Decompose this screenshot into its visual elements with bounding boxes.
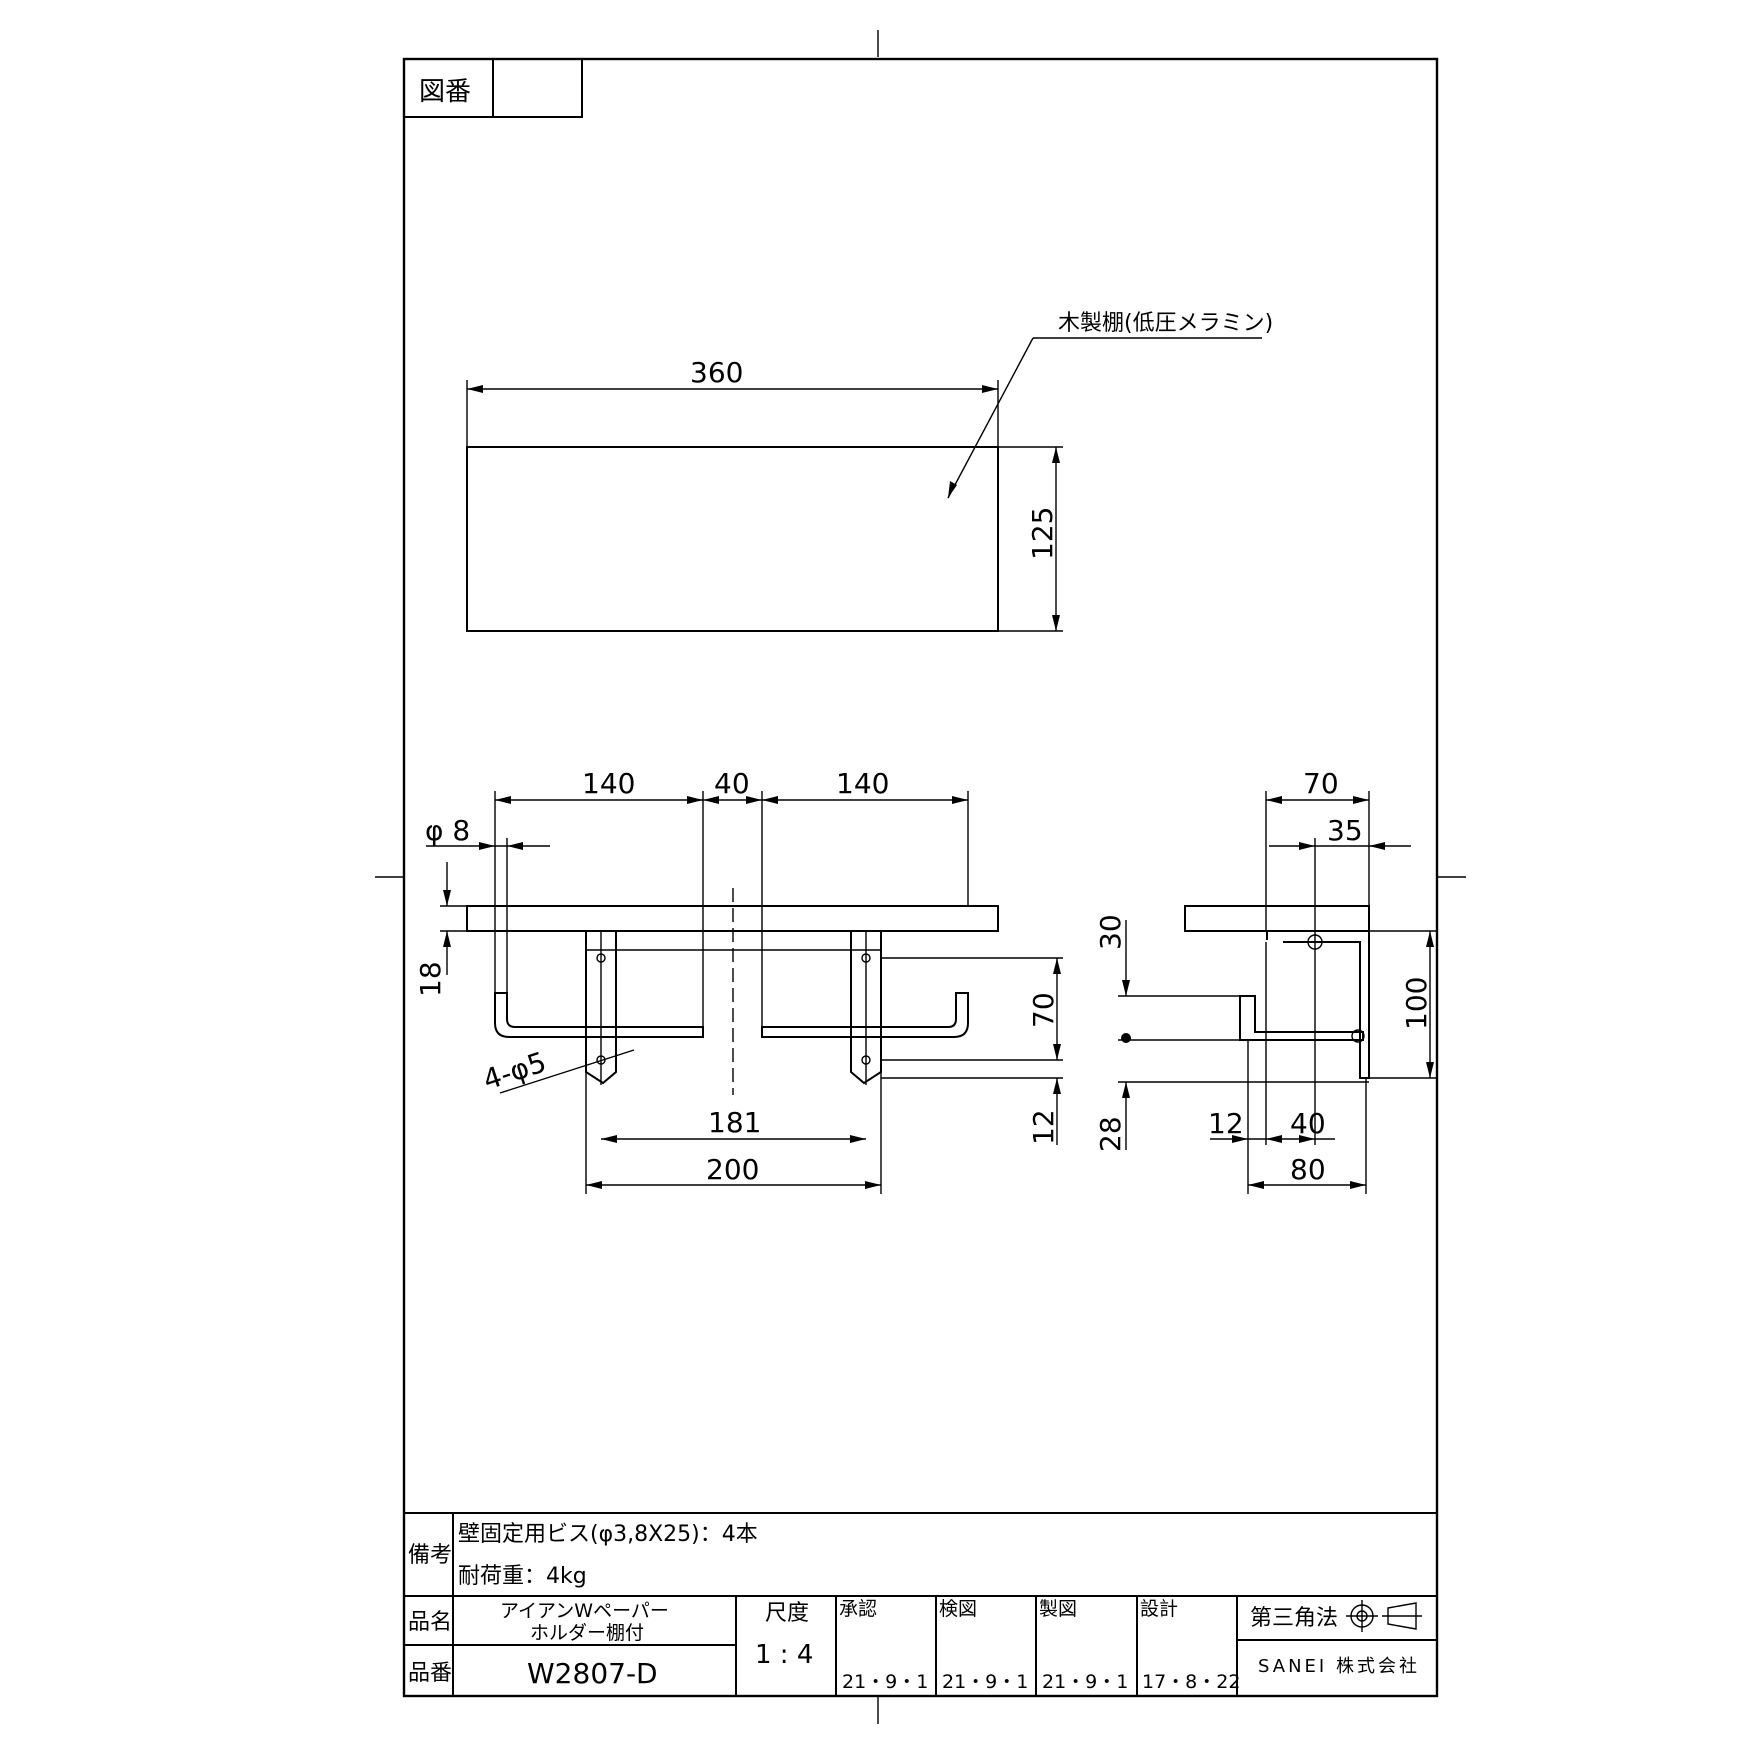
dim-top-width: 360 [690, 356, 743, 389]
design-date: 17・8・22 [1142, 1671, 1240, 1693]
scale-label: 尺度 [765, 1601, 809, 1626]
shelf-top-outline [466, 446, 999, 632]
top-view: 360 125 木製棚(低圧メラミン) [466, 311, 1273, 632]
drawing-number-box: 図番 [403, 58, 583, 118]
title-block: 備考 壁固定用ビス(φ3,8X25)：4本 耐荷重：4kg 品名 アイアンWペー… [404, 1512, 1437, 1696]
drawing-number-label: 図番 [419, 77, 471, 107]
checked-date: 21・9・1 [942, 1671, 1028, 1693]
checked-label: 検図 [939, 1598, 977, 1620]
company-name: SANEI 株式会社 [1258, 1656, 1420, 1677]
number-label: 品番 [408, 1661, 452, 1686]
third-angle-projection-icon [1346, 1600, 1422, 1632]
mounting-holes [596, 930, 871, 1085]
dim-height-70: 70 [1027, 992, 1060, 1028]
dim-front-left: 140 [582, 767, 635, 800]
approved-date: 21・9・1 [842, 1671, 928, 1693]
side-shelf-board [1184, 905, 1370, 932]
dim-side-40: 40 [1290, 1107, 1326, 1140]
remarks-line2: 耐荷重：4kg [458, 1564, 587, 1589]
dim-hole-pitch: 181 [708, 1106, 761, 1139]
right-bracket [850, 931, 882, 1085]
dim-bracket-width: 200 [706, 1153, 759, 1186]
dim-side-35: 35 [1327, 814, 1363, 847]
remarks-label: 備考 [408, 1543, 452, 1568]
dim-front-gap: 40 [714, 767, 750, 800]
projection-label: 第三角法 [1250, 1606, 1338, 1631]
dim-side-80: 80 [1290, 1153, 1326, 1186]
name-line1: アイアンWペーパー [500, 1600, 669, 1622]
dim-top-depth: 125 [1026, 507, 1059, 560]
dim-side-30: 30 [1094, 914, 1127, 950]
dim-height-12: 12 [1027, 1109, 1060, 1145]
left-paper-bar [494, 992, 704, 1038]
side-paper-bar [1239, 995, 1364, 1041]
scale-value: 1 : 4 [755, 1640, 813, 1670]
front-view: 140 40 140 φ 8 18 4-φ5 70 12 181 200 [414, 767, 1063, 1194]
approved-label: 承認 [839, 1598, 877, 1620]
side-wall-plate [1267, 930, 1370, 1079]
left-bracket [585, 931, 617, 1085]
crop-marks [375, 30, 1466, 1724]
dim-bar-diameter: φ 8 [425, 814, 470, 847]
name-label: 品名 [408, 1610, 452, 1635]
remarks-line1: 壁固定用ビス(φ3,8X25)：4本 [458, 1522, 758, 1547]
product-number: W2807-D [527, 1657, 658, 1690]
name-line2: ホルダー棚付 [530, 1622, 644, 1644]
dim-side-12: 12 [1208, 1107, 1244, 1140]
right-paper-bar [761, 992, 969, 1038]
side-view: 70 35 30 28 100 12 40 80 [1094, 767, 1437, 1194]
dim-shelf-thickness: 18 [414, 961, 447, 997]
drawn-date: 21・9・1 [1042, 1671, 1128, 1693]
dim-side-28: 28 [1094, 1116, 1127, 1152]
dim-side-70: 70 [1303, 767, 1339, 800]
dim-side-100: 100 [1400, 977, 1433, 1030]
dim-front-right: 140 [836, 767, 889, 800]
shelf-material-label: 木製棚(低圧メラミン) [1058, 311, 1273, 336]
design-label: 設計 [1140, 1598, 1178, 1620]
drawn-label: 製図 [1039, 1598, 1077, 1620]
drawing-frame [402, 57, 1439, 1698]
